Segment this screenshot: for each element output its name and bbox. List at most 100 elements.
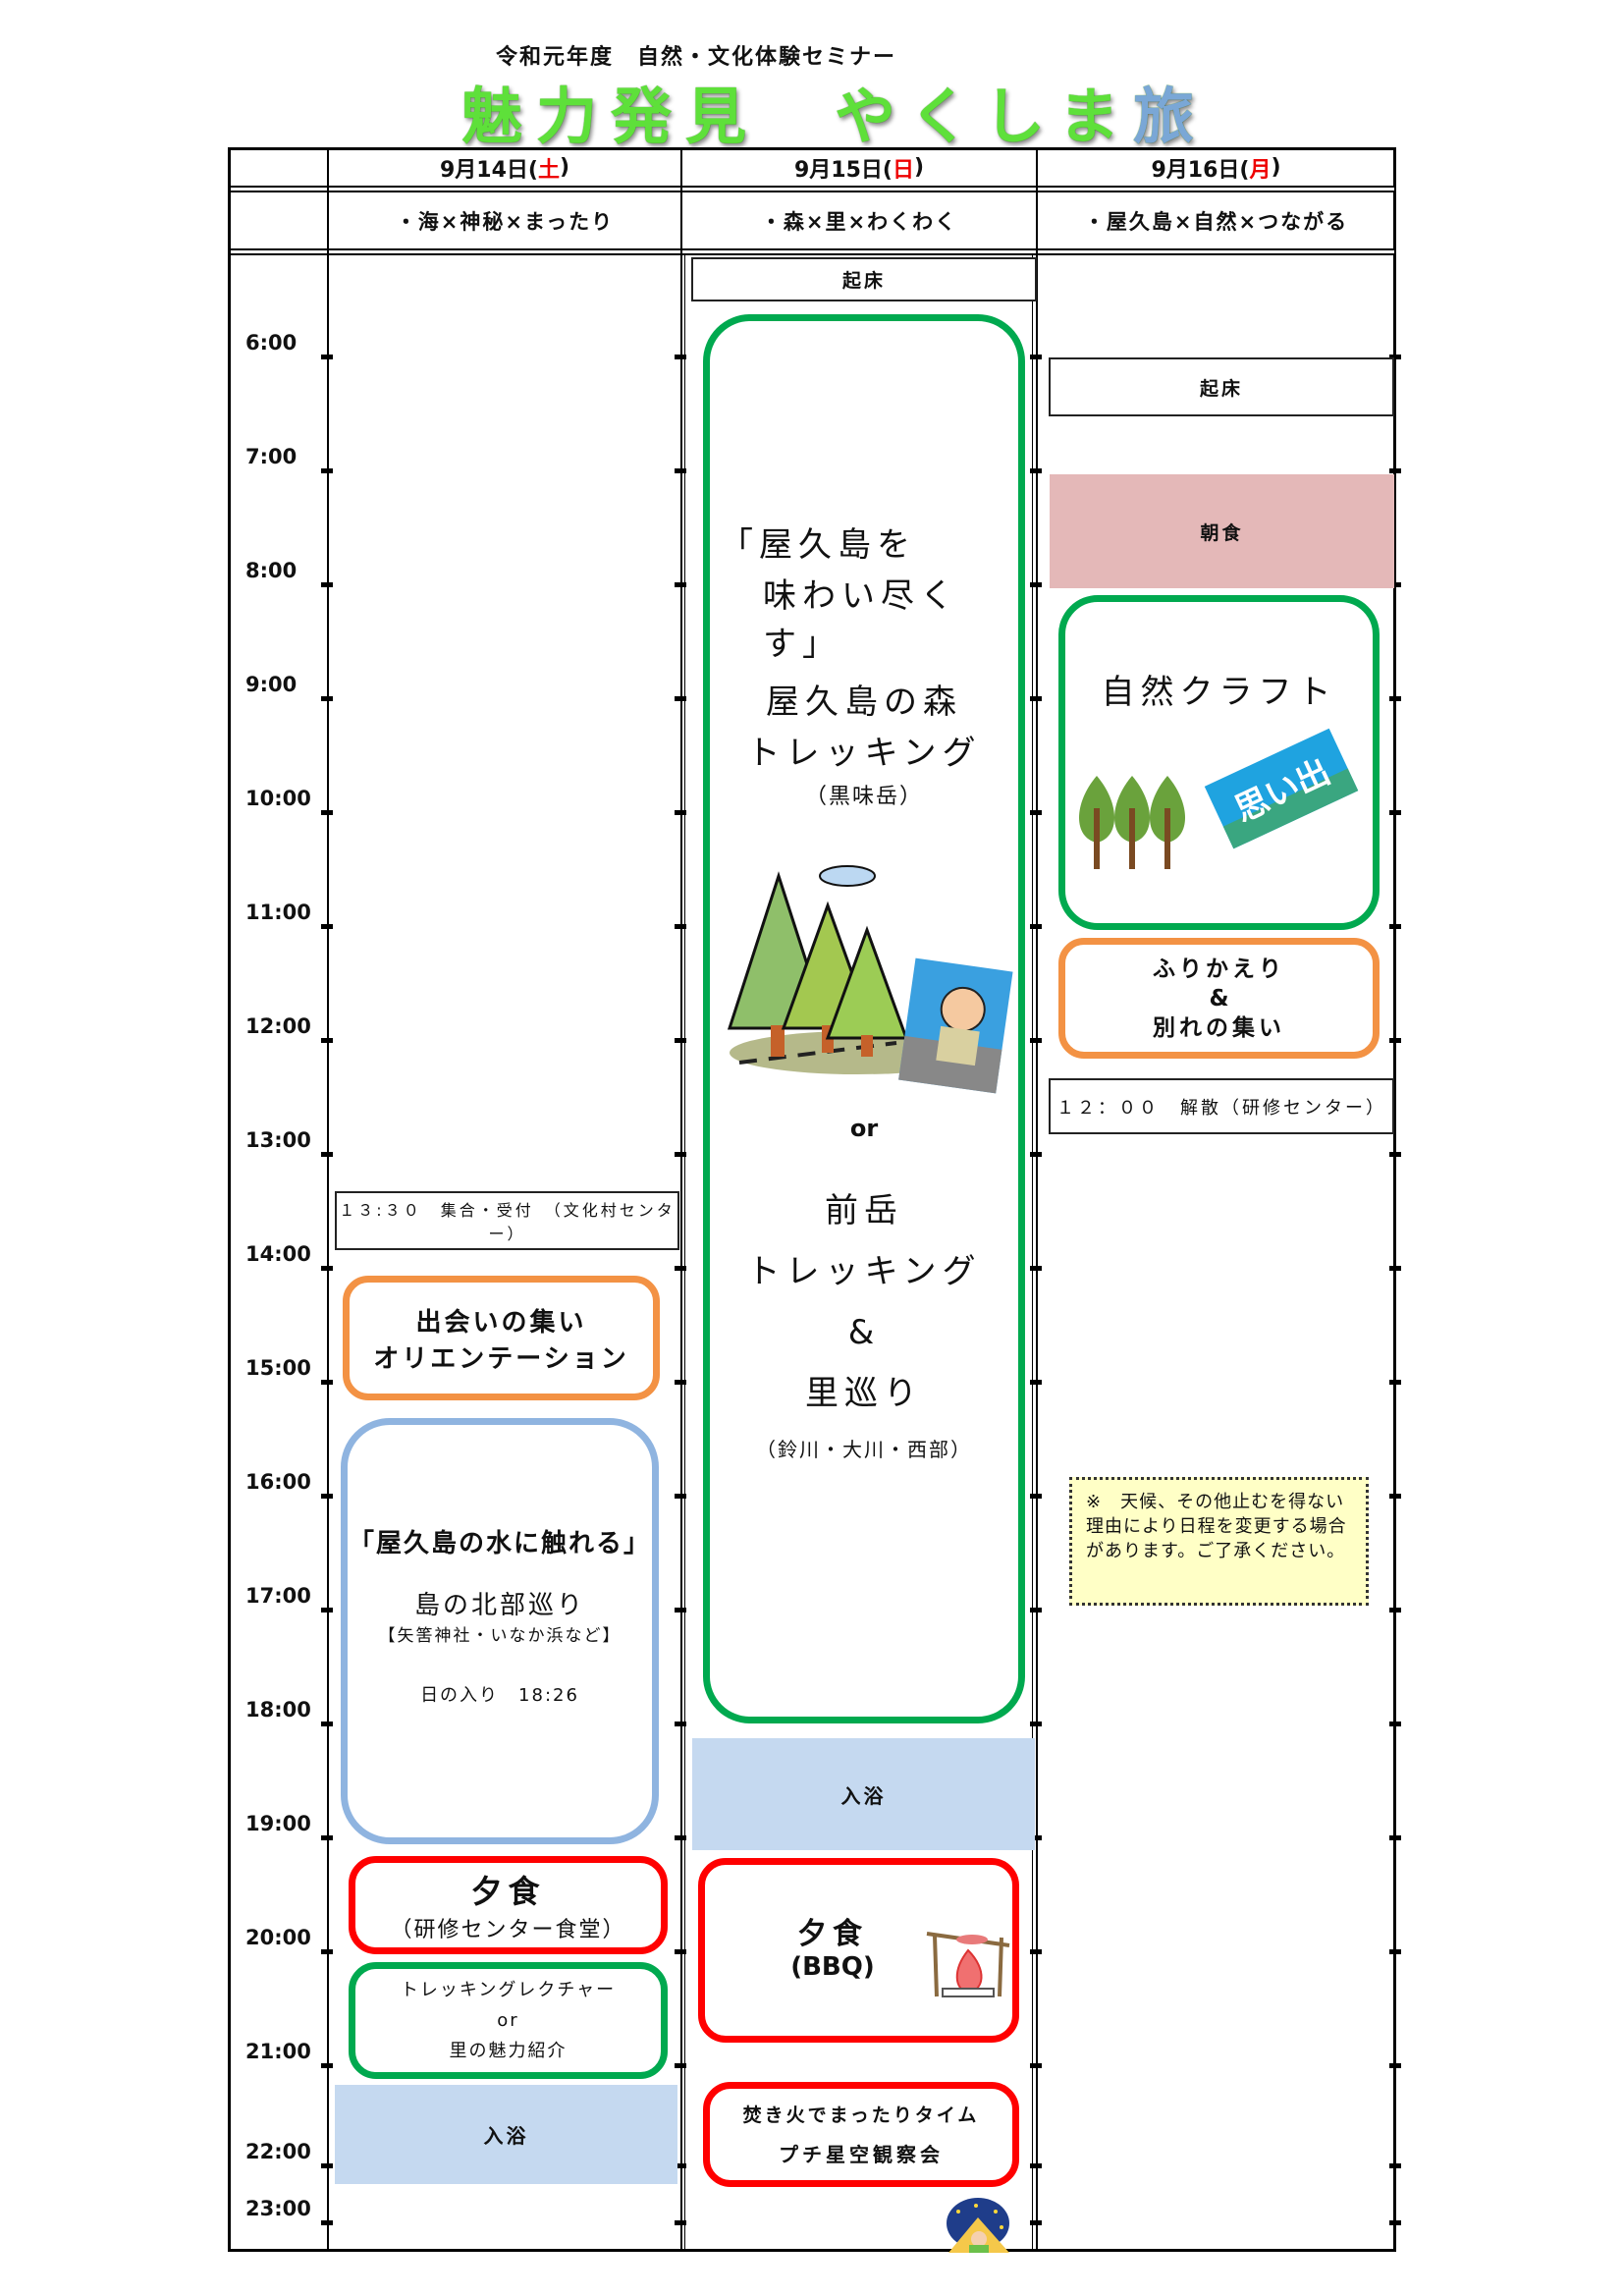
day3-theme: ・屋久島×自然×つながる xyxy=(1083,209,1349,234)
forest-hiker-icon xyxy=(727,865,1013,1094)
hour-tick xyxy=(1030,2063,1042,2068)
time-label: 9:00 xyxy=(245,673,298,696)
hour-tick xyxy=(1030,1722,1042,1726)
day2-day3-divider-inner xyxy=(1032,255,1033,2251)
hour-tick xyxy=(675,1949,686,1954)
hour-tick xyxy=(675,2163,686,2168)
day2-date: 9月15日(日) xyxy=(793,155,925,183)
time-label: 7:00 xyxy=(245,445,298,468)
day3-reflection: ふりかえり & 別れの集い xyxy=(1058,938,1380,1059)
campfire-icon xyxy=(926,1932,1010,1997)
hour-tick xyxy=(1389,1494,1401,1499)
hour-tick xyxy=(675,2220,686,2225)
hour-tick xyxy=(675,355,686,359)
hour-tick xyxy=(1030,1380,1042,1385)
hour-tick xyxy=(1389,1152,1401,1157)
day2-bbq-dinner: 夕食 (BBQ) xyxy=(698,1858,1019,2043)
hour-tick xyxy=(1389,2163,1401,2168)
event-subtitle: 令和元年度 自然・文化体験セミナー xyxy=(496,45,897,70)
hour-tick xyxy=(1030,1266,1042,1271)
hour-tick xyxy=(321,810,333,815)
schedule-table xyxy=(228,147,1396,2252)
event-banner-title: 魅力発見 やくしま旅 xyxy=(461,67,1208,152)
hour-tick xyxy=(321,1722,333,1726)
day1-orientation: 出会いの集い オリエンテーション xyxy=(343,1276,660,1400)
day1-bath: 入浴 xyxy=(335,2085,677,2184)
day1-date: 9月14日(土) xyxy=(439,155,570,183)
time-label: 22:00 xyxy=(245,2140,311,2163)
schedule-change-note: ※ 天候、その他止むを得ない理由により日程を変更する場合があります。ご了承くださ… xyxy=(1069,1477,1369,1606)
day1-gathering: １３:３０ 集合・受付 （文化村センター） xyxy=(335,1191,679,1250)
theme-divider xyxy=(231,248,1394,255)
time-label: 14:00 xyxy=(245,1242,311,1266)
day3-date: 9月16日(月) xyxy=(1151,155,1281,183)
hour-tick xyxy=(1030,696,1042,701)
day1-water-tour: 「屋久島の水に触れる」 島の北部巡り 【矢筈神社・いなか浜など】 日の入り 18… xyxy=(341,1418,659,1844)
hour-tick xyxy=(321,1949,333,1954)
hour-tick xyxy=(1389,1038,1401,1043)
hour-tick xyxy=(321,696,333,701)
hour-tick xyxy=(675,1608,686,1613)
hour-tick xyxy=(321,1038,333,1043)
hour-tick xyxy=(1389,810,1401,815)
time-label: 8:00 xyxy=(245,559,298,582)
hour-tick xyxy=(1389,1722,1401,1726)
hour-tick xyxy=(321,355,333,359)
hour-tick xyxy=(321,2163,333,2168)
hour-tick xyxy=(1030,582,1042,587)
day2-bath: 入浴 xyxy=(692,1738,1035,1850)
time-label: 19:00 xyxy=(245,1812,311,1835)
hour-tick xyxy=(1389,468,1401,473)
hour-tick xyxy=(675,2063,686,2068)
day1-dinner: 夕食 （研修センター食堂） xyxy=(349,1856,668,1954)
time-column-divider xyxy=(327,149,329,2251)
time-label: 16:00 xyxy=(245,1470,311,1494)
stargazing-tent-icon xyxy=(947,2198,1009,2253)
hour-tick xyxy=(1030,1949,1042,1954)
hour-tick xyxy=(321,1152,333,1157)
day3-nature-craft: 自然クラフト 思い出 xyxy=(1058,595,1380,930)
hour-tick xyxy=(1389,1608,1401,1613)
hour-tick xyxy=(1030,1835,1042,1840)
hour-tick xyxy=(1030,355,1042,359)
hour-tick xyxy=(1389,2220,1401,2225)
hour-tick xyxy=(1389,924,1401,929)
hour-tick xyxy=(1030,1038,1042,1043)
hour-tick xyxy=(1030,1494,1042,1499)
time-label: 12:00 xyxy=(245,1014,311,1038)
hour-tick xyxy=(1389,2063,1401,2068)
hour-tick xyxy=(1030,924,1042,929)
hour-tick xyxy=(675,1835,686,1840)
time-label: 15:00 xyxy=(245,1356,311,1380)
hour-tick xyxy=(321,1608,333,1613)
hour-tick xyxy=(1389,1380,1401,1385)
memories-sign-icon: 思い出 xyxy=(1204,728,1359,849)
hour-tick xyxy=(321,1380,333,1385)
hour-tick xyxy=(321,2220,333,2225)
hour-tick xyxy=(1389,582,1401,587)
header-divider xyxy=(231,186,1394,192)
hour-tick xyxy=(321,1494,333,1499)
hour-tick xyxy=(1030,1152,1042,1157)
day1-lecture: トレッキングレクチャー or 里の魅力紹介 xyxy=(349,1962,668,2079)
day2-trekking: 「屋久島を 味わい尽くす」 屋久島の森 トレッキング （黒味岳） or 前岳 ト… xyxy=(703,314,1025,1723)
hour-tick xyxy=(675,1152,686,1157)
day1-day2-divider xyxy=(680,149,682,2251)
time-label: 23:00 xyxy=(245,2197,311,2220)
time-label: 10:00 xyxy=(245,787,311,810)
hour-tick xyxy=(675,1494,686,1499)
hour-tick xyxy=(1389,1835,1401,1840)
day3-wakeup: 起床 xyxy=(1049,357,1394,416)
hour-tick xyxy=(675,1722,686,1726)
day2-wakeup: 起床 xyxy=(691,257,1037,301)
time-label: 20:00 xyxy=(245,1926,311,1949)
hour-tick xyxy=(675,924,686,929)
hour-tick xyxy=(1389,1949,1401,1954)
hour-tick xyxy=(675,1380,686,1385)
hour-tick xyxy=(1030,810,1042,815)
day3-dismissal: １２：００ 解散（研修センター） xyxy=(1049,1078,1394,1134)
hour-tick xyxy=(1389,696,1401,701)
hour-tick xyxy=(675,582,686,587)
hour-tick xyxy=(321,468,333,473)
time-label: 6:00 xyxy=(245,331,298,355)
